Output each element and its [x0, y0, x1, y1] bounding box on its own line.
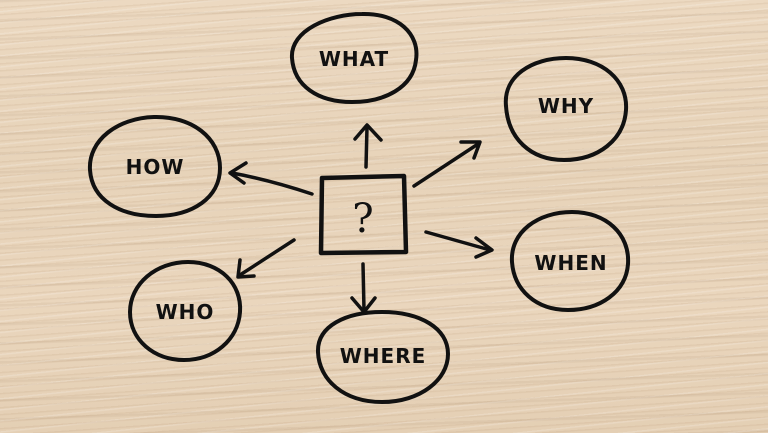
node-who-ellipse [128, 260, 243, 362]
connector-what [353, 123, 383, 169]
question-mark: ? [352, 196, 373, 242]
node-how: HOW [87, 114, 222, 218]
node-when-ellipse [509, 210, 631, 312]
node-why-label: WHY [538, 94, 594, 118]
node-how-ellipse [87, 114, 222, 218]
connector-who [236, 238, 296, 279]
node-why: WHY [503, 56, 629, 162]
node-what: WHAT [289, 11, 419, 104]
node-where-ellipse [315, 310, 450, 404]
connector-when [424, 230, 494, 259]
node-when: WHEN [509, 210, 631, 312]
node-where: WHERE [315, 310, 450, 404]
connector-how [228, 161, 314, 196]
node-why-ellipse [503, 56, 629, 162]
node-what-ellipse [289, 11, 419, 104]
node-how-label: HOW [126, 155, 185, 179]
center-node: ? [318, 173, 409, 256]
node-who: WHO [128, 260, 243, 362]
node-what-label: WHAT [319, 47, 389, 71]
center-box [318, 173, 409, 256]
node-who-label: WHO [156, 300, 215, 324]
connector-where [350, 262, 377, 314]
connector-why [412, 140, 482, 188]
node-where-label: WHERE [340, 344, 427, 368]
node-when-label: WHEN [534, 251, 607, 275]
